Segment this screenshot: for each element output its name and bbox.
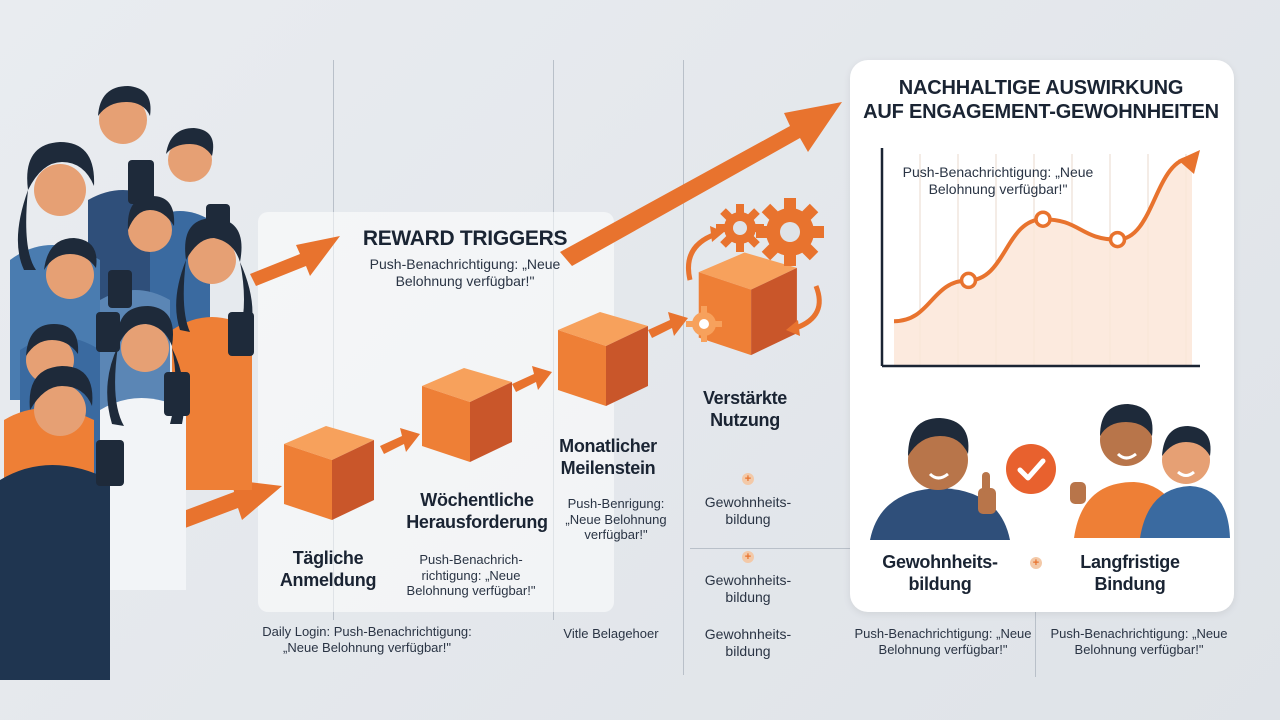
impact-title-line2: AUF ENGAGEMENT-GEWOHNHEITEN — [863, 101, 1219, 123]
step-note-monthly: Push-Benrigung: „Neue Belohnung verfügba… — [565, 496, 667, 543]
gear-icon — [686, 198, 824, 342]
engagement-chart — [880, 148, 1200, 368]
bottom-col-3: Gewohnheits-bildung — [704, 626, 792, 659]
two-people-illustration — [1070, 404, 1230, 538]
person — [0, 366, 124, 680]
outcome-retention: Langfristige Bindung — [1080, 552, 1180, 594]
bottom-col-5: Push-Benachrichtigung: „Neue Belohnung v… — [1050, 626, 1228, 657]
cube-monthly — [558, 312, 648, 406]
impact-title-line1: NACHHALTIGE AUSWIRKUNG — [898, 77, 1184, 99]
chart-point — [959, 271, 978, 290]
bottom-col-2: Vitle Belagehoer — [563, 626, 659, 641]
plus-icon: + — [742, 473, 754, 485]
step-label-daily: Tägliche Anmeldung — [279, 548, 377, 590]
outcome-habit: Gewohnheits-bildung — [882, 552, 998, 594]
reward-triggers-title: REWARD TRIGGERS — [362, 227, 568, 250]
middle-item-1: Gewohnheits-bildung — [704, 494, 792, 527]
cube-enhanced — [698, 252, 797, 356]
bottom-col-1: Daily Login: Push-Benachrichtigung: „Neu… — [262, 624, 472, 655]
chart-arrowhead — [1178, 150, 1200, 174]
middle-item-2: Gewohnheits-bildung — [704, 572, 792, 605]
step-label-weekly: Wöchentliche Herausforderung — [406, 490, 548, 532]
reward-triggers-subtitle: Push-Benachrichtigung: „Neue Belohnung v… — [369, 256, 561, 289]
chart-point — [1108, 230, 1127, 249]
person-thumbs-up — [870, 418, 1010, 540]
chart-note: Push-Benachrichtigung: „Neue Belohnung v… — [902, 164, 1094, 197]
plus-icon: + — [1030, 557, 1042, 569]
step-note-weekly: Push-Benachrich-richtigung: „Neue Belohn… — [406, 552, 536, 599]
chart-series-area — [894, 158, 1192, 366]
plus-icon: + — [742, 551, 754, 563]
grid-line — [683, 60, 684, 675]
cube-daily — [284, 426, 374, 520]
crowd-illustration — [0, 86, 254, 680]
bottom-col-4: Push-Benachrichtigung: „Neue Belohnung v… — [854, 626, 1032, 657]
cube-weekly — [422, 368, 512, 462]
step-label-monthly: Monatlicher Meilenstein — [559, 436, 657, 478]
person — [172, 218, 254, 490]
chart-point — [1034, 210, 1052, 228]
check-icon — [1006, 444, 1056, 494]
step-label-enhanced: Verstärkte Nutzung — [702, 388, 788, 430]
